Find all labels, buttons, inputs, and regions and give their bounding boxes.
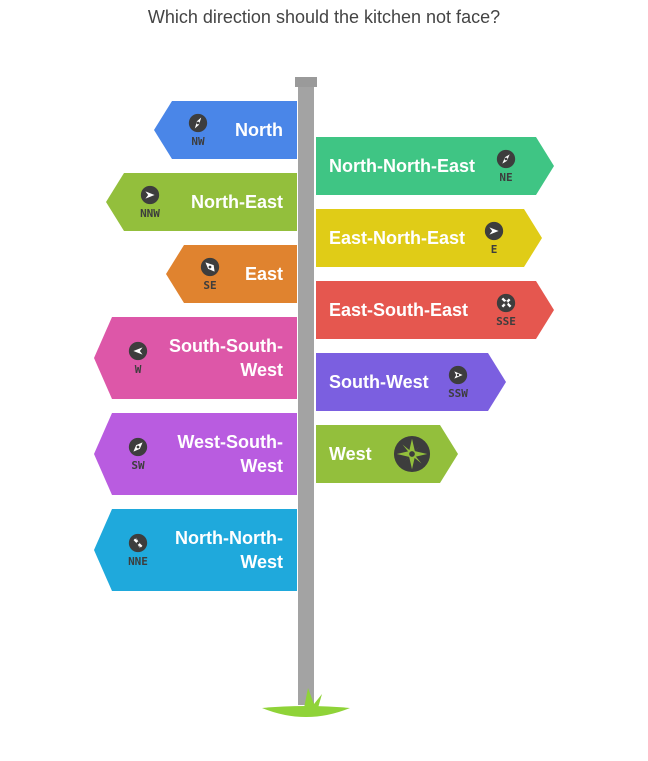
sign-north-north-east-icon-group: NE bbox=[488, 148, 524, 184]
sign-label: North-North-East bbox=[329, 156, 475, 176]
direction-abbr: SW bbox=[131, 459, 145, 472]
signpost-cap bbox=[295, 77, 317, 87]
sign-east-south-east-icon-group: SSE bbox=[488, 292, 524, 328]
direction-abbr: SSW bbox=[448, 387, 468, 400]
direction-abbr: W bbox=[134, 363, 142, 376]
sign-east-north-east: East-North-East E bbox=[316, 209, 542, 267]
compass-icon bbox=[188, 113, 208, 133]
signpost-pole bbox=[298, 87, 314, 705]
compass-rose-icon bbox=[393, 435, 431, 473]
sign-label: South-West bbox=[329, 372, 429, 392]
sign-west: West bbox=[316, 425, 458, 483]
sign-south-south-west: W South-South-West bbox=[94, 317, 297, 399]
sign-north: NW North bbox=[154, 101, 297, 159]
compass-icon bbox=[128, 533, 148, 553]
page-title: Which direction should the kitchen not f… bbox=[147, 7, 501, 27]
compass-icon bbox=[128, 341, 148, 361]
sign-label: North-East bbox=[190, 192, 283, 212]
compass-icon bbox=[200, 257, 220, 277]
sign-west-south-west: SW West-South-West bbox=[94, 413, 297, 495]
sign-label: North-North-West bbox=[175, 528, 283, 572]
direction-abbr: NNE bbox=[128, 555, 148, 568]
compass-icon bbox=[128, 437, 148, 457]
sign-north-north-east: North-North-East NE bbox=[316, 137, 554, 195]
sign-north-north-west-icon-group: NNE bbox=[120, 532, 156, 568]
compass-icon bbox=[140, 185, 160, 205]
sign-east-north-east-icon-group: E bbox=[476, 220, 512, 256]
direction-abbr: SSE bbox=[496, 315, 516, 328]
sign-south-west-icon-group: SSW bbox=[440, 364, 476, 400]
sign-west-south-west-icon-group: SW bbox=[120, 436, 156, 472]
sign-label: North bbox=[235, 120, 283, 140]
sign-north-east: NNW North-East bbox=[106, 173, 297, 231]
compass-icon bbox=[495, 148, 517, 170]
sign-north-icon-group: NW bbox=[180, 112, 216, 148]
grass-base bbox=[262, 688, 350, 717]
sign-west-icon-group bbox=[392, 435, 432, 473]
compass-icon bbox=[495, 292, 517, 314]
sign-south-west: South-West SSW bbox=[316, 353, 506, 411]
sign-label: West-South-West bbox=[177, 432, 283, 476]
sign-north-north-west: NNE North-North-West bbox=[94, 509, 297, 591]
sign-east-south-east: East-South-East SSE bbox=[316, 281, 554, 339]
compass-icon bbox=[447, 364, 469, 386]
direction-abbr: SE bbox=[203, 279, 217, 292]
direction-abbr: E bbox=[490, 243, 498, 256]
sign-label: West bbox=[329, 444, 372, 464]
direction-abbr: NW bbox=[191, 135, 205, 148]
sign-label: East bbox=[244, 264, 283, 284]
sign-east-icon-group: SE bbox=[192, 256, 228, 292]
sign-east: SE East bbox=[166, 245, 297, 303]
sign-label: East-South-East bbox=[329, 300, 469, 320]
sign-label: South-South-West bbox=[169, 336, 283, 380]
direction-abbr: NE bbox=[499, 171, 513, 184]
sign-south-south-west-icon-group: W bbox=[120, 340, 156, 376]
compass-icon bbox=[483, 220, 505, 242]
sign-label: East-North-East bbox=[329, 228, 466, 248]
direction-abbr: NNW bbox=[140, 207, 160, 220]
sign-north-east-icon-group: NNW bbox=[132, 184, 168, 220]
